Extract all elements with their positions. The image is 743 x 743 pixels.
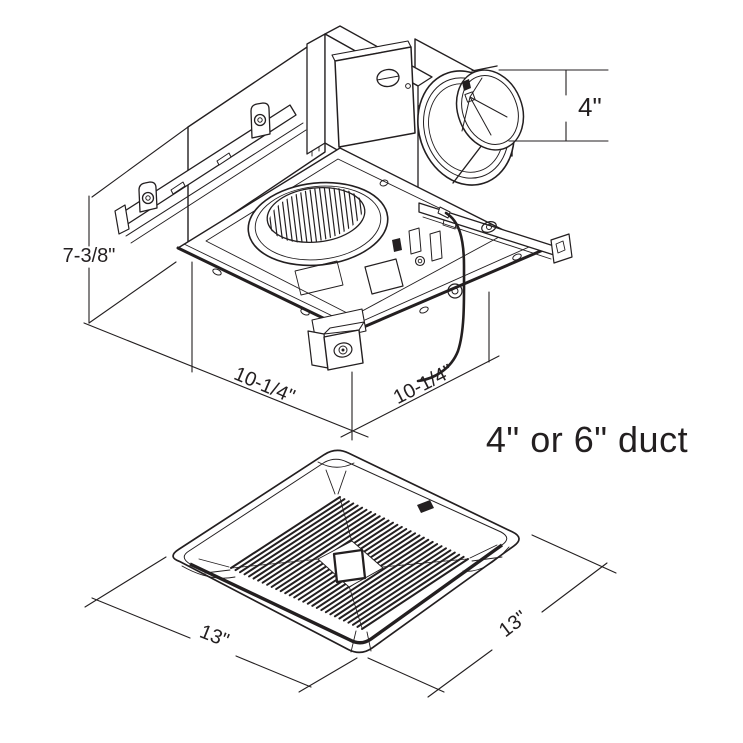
extension-line — [531, 534, 617, 574]
dimension-line — [340, 355, 500, 438]
housing-depth-label: 10-1/4" — [390, 360, 457, 409]
extension-line — [367, 657, 445, 693]
duct-size-note: 4" or 6" duct — [486, 419, 688, 460]
power-cable — [416, 206, 466, 383]
fan-housing-drawing — [114, 25, 573, 383]
grille-slat-seam — [381, 558, 468, 568]
blower-wheel-vanes — [266, 180, 366, 252]
screw — [405, 83, 411, 89]
extension-line — [298, 657, 358, 693]
junction-box — [331, 40, 416, 148]
flange-screw-slot — [512, 253, 522, 261]
extension-line — [84, 556, 167, 608]
dimension-line — [83, 322, 369, 438]
housing-width-label: 10-1/4" — [231, 363, 298, 408]
receptacle-box — [307, 308, 367, 371]
dimension-line — [235, 655, 312, 688]
flange-screw-slot — [300, 308, 310, 316]
duct-collar — [417, 65, 525, 186]
dim-duct-collar: 4" — [498, 69, 609, 142]
damper-flap — [461, 77, 508, 136]
grille-slat-seam — [348, 585, 363, 629]
pan-interior-details — [294, 179, 463, 299]
grille-width-label: 13" — [197, 621, 232, 652]
grille-corner-creases — [181, 461, 510, 653]
rail-end-bracket — [550, 233, 573, 264]
grille-locating-tab — [417, 500, 434, 513]
motor-bracket — [364, 258, 404, 295]
duct-collar-label: 4" — [578, 92, 602, 122]
grille-depth-label: 13" — [495, 607, 532, 642]
grille-slat-seam — [339, 497, 353, 543]
dim-housing-height: 7-3/8" — [63, 126, 189, 324]
rail-ear — [138, 181, 158, 213]
flange-screw-slot — [212, 268, 222, 276]
flange-screw-slot — [419, 306, 429, 314]
housing-height-label: 7-3/8" — [63, 245, 116, 267]
grille-slat-seam — [231, 558, 320, 569]
rail-ear — [250, 102, 271, 139]
dimension-line — [427, 649, 493, 698]
mounting-rail-left — [114, 102, 307, 244]
extension-line — [91, 126, 189, 198]
grille-center-square — [317, 540, 384, 588]
blower-inlet — [247, 180, 389, 267]
mounting-rail-right — [418, 202, 573, 264]
grille-drawing — [172, 449, 520, 654]
dimension-line — [541, 562, 608, 613]
extension-line — [88, 261, 177, 324]
dimension-line — [91, 597, 191, 639]
